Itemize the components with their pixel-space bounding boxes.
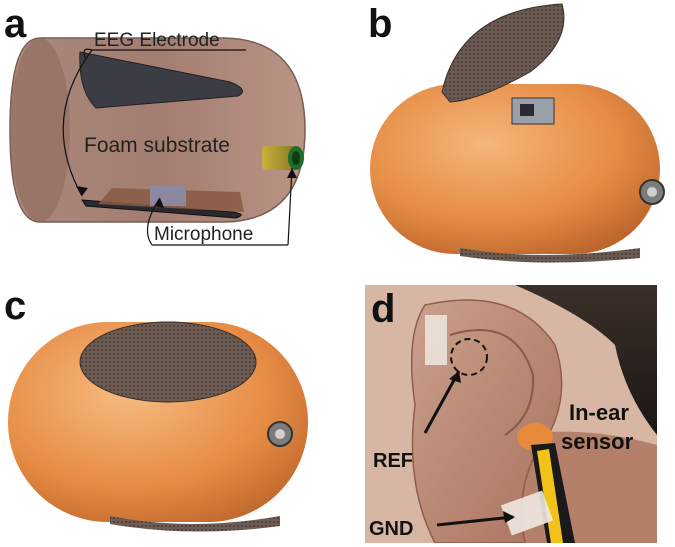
sensor-photo-b — [370, 3, 665, 263]
electrode-bottom-c — [110, 516, 280, 532]
hair — [515, 285, 657, 435]
foam-left-end — [10, 38, 70, 222]
panel-d: REF GND In-ear sensor d — [365, 285, 657, 543]
foam-body-b — [370, 84, 660, 254]
gnd-label: GND — [369, 518, 413, 540]
microphone-chip-b — [511, 97, 555, 125]
panel-b: b — [340, 0, 675, 270]
ear-photo: REF GND In-ear sensor — [365, 285, 657, 543]
panel-letter-d: d — [371, 287, 396, 331]
ref-marker — [450, 338, 488, 376]
eeg-electrode-top-shape — [79, 51, 243, 109]
electrode-flap-b — [441, 3, 565, 103]
ref-label: REF — [373, 450, 413, 472]
ref-arrow — [423, 370, 461, 434]
panel-letter-a: a — [4, 2, 27, 46]
microphone-label: Microphone — [154, 224, 253, 245]
ear-shape — [410, 299, 563, 543]
gnd-tape — [500, 490, 554, 536]
gnd-arrow — [436, 515, 514, 527]
panel-letter-b: b — [368, 2, 393, 46]
microphone-chip — [150, 186, 186, 206]
acoustic-tube — [262, 146, 296, 170]
foam-substrate-label: Foam substrate — [84, 134, 230, 157]
panel-c: c — [0, 280, 335, 547]
ref-tape — [425, 315, 447, 365]
eeg-leader-bottom — [62, 49, 93, 197]
schematic-diagram: EEG Electrode Foam substrate Microphone — [9, 30, 306, 246]
mic-leader-right — [287, 167, 293, 246]
in-ear-label-line2: sensor — [561, 429, 634, 454]
electrode-top-c — [79, 321, 257, 403]
in-ear-label-line1: In-ear — [569, 400, 629, 425]
panel-a: a — [0, 0, 330, 250]
electrode-bottom-b — [460, 248, 640, 263]
sensor-photo-c — [8, 321, 308, 532]
panel-letter-c: c — [4, 284, 27, 328]
eeg-leader-top — [83, 48, 93, 61]
eeg-electrode-label: EEG Electrode — [94, 30, 220, 51]
